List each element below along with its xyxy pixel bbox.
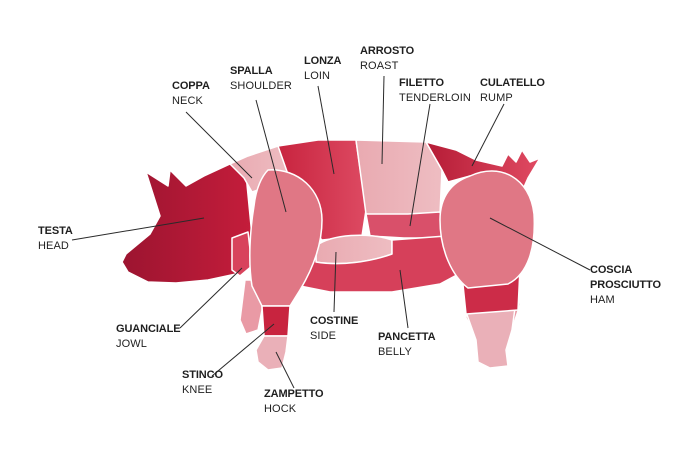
guanciale-cut <box>231 231 253 277</box>
label-costine-en: SIDE <box>310 330 337 342</box>
leader-spalla <box>255 99 287 213</box>
spalla-cut <box>249 169 323 307</box>
label-filetto: FILETTO TENDERLOIN <box>399 76 471 106</box>
leader-testa <box>71 217 205 241</box>
label-arrosto: ARROSTO ROAST <box>360 44 414 74</box>
label-spalla-it: SPALLA <box>230 65 273 77</box>
label-zampetto-en: HOCK <box>264 403 297 415</box>
leader-lonza <box>317 85 335 175</box>
label-lonza-it: LONZA <box>304 55 342 67</box>
label-pancetta-it: PANCETTA <box>378 331 436 343</box>
label-stinco-en: KNEE <box>182 384 213 396</box>
label-lonza-en: LOIN <box>304 70 331 82</box>
label-testa-it: TESTA <box>38 225 73 237</box>
label-guanciale-en: JOWL <box>116 338 147 350</box>
coscia-cut <box>439 170 536 289</box>
label-spalla: SPALLA SHOULDER <box>230 64 292 94</box>
label-stinco-it: STINCO <box>182 369 223 381</box>
label-costine-it: COSTINE <box>310 315 359 327</box>
label-arrosto-en: ROAST <box>360 60 399 72</box>
leader-zampetto <box>275 351 295 389</box>
leader-culatello <box>471 103 505 167</box>
label-coscia-it: COSCIA <box>590 264 633 276</box>
leader-coppa <box>185 111 253 179</box>
label-testa-en: HEAD <box>38 240 69 252</box>
label-culatello-en: RUMP <box>480 92 513 104</box>
leader-pancetta <box>399 269 409 329</box>
label-filetto-it: FILETTO <box>399 77 444 89</box>
label-zampetto: ZAMPETTO HOCK <box>264 387 324 417</box>
label-coscia-en: HAM <box>590 294 615 306</box>
testa-cut <box>121 163 253 284</box>
label-coppa-it: COPPA <box>172 80 210 92</box>
leader-filetto <box>409 103 431 227</box>
label-culatello-it: CULATELLO <box>480 77 545 89</box>
label-coscia-it2: PROSCIUTTO <box>590 279 661 291</box>
label-spalla-en: SHOULDER <box>230 80 292 92</box>
label-testa: TESTA HEAD <box>38 224 73 254</box>
label-lonza: LONZA LOIN <box>304 54 341 84</box>
label-filetto-en: TENDERLOIN <box>399 92 471 104</box>
label-coscia: COSCIA PROSCIUTTO HAM <box>590 263 661 308</box>
label-coppa: COPPA NECK <box>172 79 210 109</box>
label-guanciale-it: GUANCIALE <box>116 323 181 335</box>
label-pancetta-en: BELLY <box>378 346 412 358</box>
leader-stinco <box>211 323 275 377</box>
label-zampetto-it: ZAMPETTO <box>264 388 324 400</box>
zampetto-cut <box>255 335 289 371</box>
label-arrosto-it: ARROSTO <box>360 45 415 57</box>
label-coppa-en: NECK <box>172 95 203 107</box>
leader-arrosto <box>381 75 385 165</box>
rear-hock-shape <box>465 307 516 369</box>
pancetta-cut <box>299 235 467 293</box>
leader-costine <box>333 251 337 313</box>
label-culatello: CULATELLO RUMP <box>480 76 545 106</box>
stinco-cut <box>261 305 291 337</box>
label-pancetta: PANCETTA BELLY <box>378 330 436 360</box>
arrosto-cut <box>355 139 443 219</box>
label-guanciale: GUANCIALE JOWL <box>116 322 181 352</box>
label-costine: COSTINE SIDE <box>310 314 358 344</box>
label-stinco: STINCO KNEE <box>182 368 223 398</box>
filetto-cut <box>365 211 447 239</box>
leader-guanciale <box>179 267 243 329</box>
leader-coscia <box>489 217 591 271</box>
